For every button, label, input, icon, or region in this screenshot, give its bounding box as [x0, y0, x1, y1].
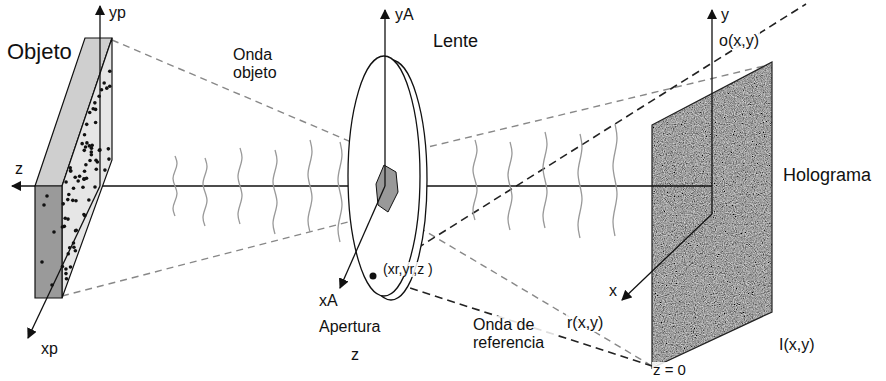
axis-x: [622, 214, 712, 300]
axis-xa: [340, 186, 385, 288]
annotation-label: x: [608, 282, 618, 300]
annotation-label: yp: [108, 4, 127, 22]
axis-y: [711, 10, 712, 214]
part-name: Lente: [432, 32, 479, 52]
aperture: [376, 165, 398, 212]
axis-yp: [99, 6, 100, 186]
annotation-label: (xr,yr,z ): [382, 262, 434, 277]
annotation-label: Onda objeto: [232, 46, 294, 81]
axis-xp: [28, 186, 100, 338]
annotation-label: yA: [394, 6, 415, 24]
annotation-label: xp: [40, 340, 59, 358]
annotation-label: xA: [318, 292, 339, 310]
annotation-label: r(x,y): [566, 314, 604, 332]
part-name: Holograma: [782, 166, 872, 186]
annotation-label: Apertura: [318, 318, 381, 336]
reference-wave-rays: [373, 4, 806, 366]
annotation-label: y: [720, 6, 730, 24]
annotation-label: z = 0: [652, 362, 687, 379]
axis-ya: [384, 10, 385, 186]
annotation-label: Onda de referencia: [472, 316, 558, 351]
reference-point: [370, 273, 377, 280]
annotation-label: o(x,y): [718, 32, 760, 50]
annotation-label: z: [14, 160, 24, 178]
part-name: Objeto: [6, 40, 73, 64]
annotation-label: z: [350, 346, 360, 364]
annotation-label: I(x,y): [778, 336, 816, 354]
